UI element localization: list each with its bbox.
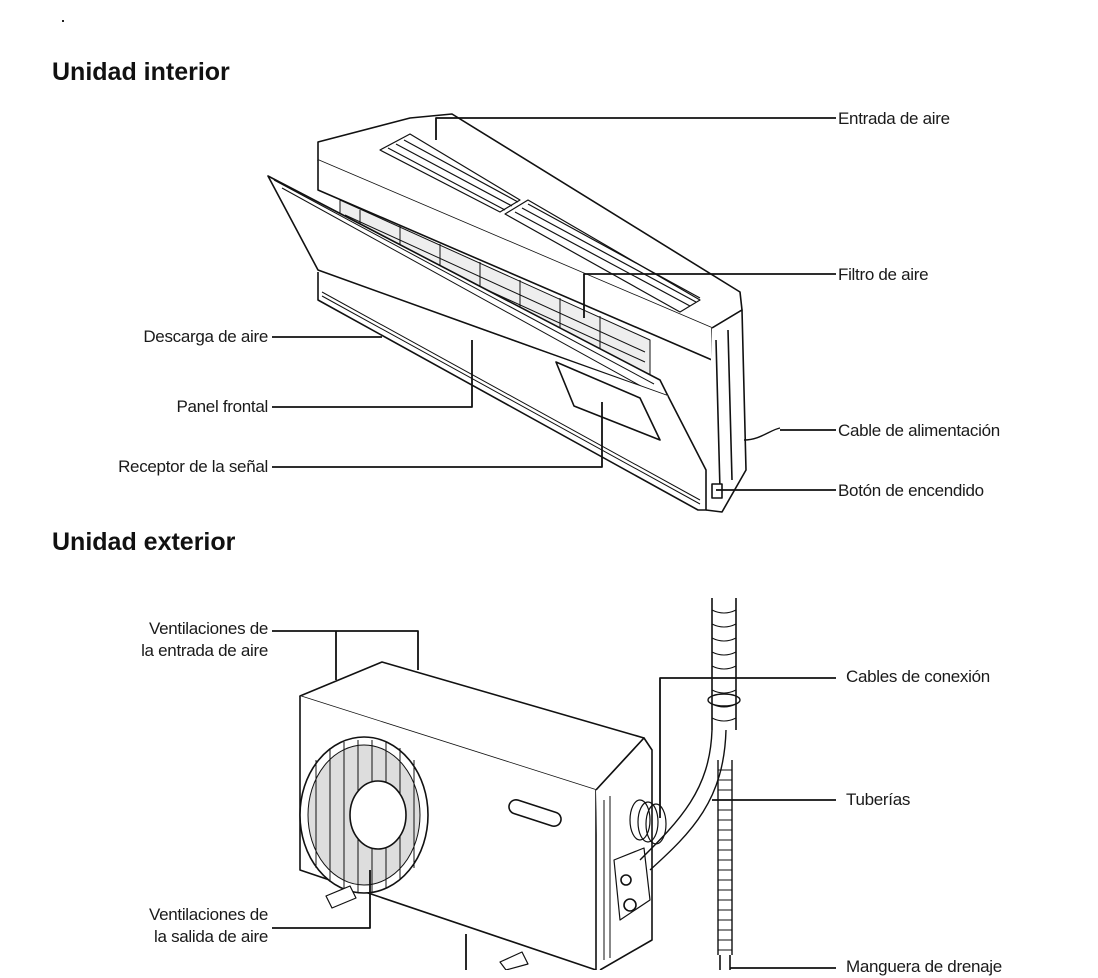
label-outlet-vents: Ventilaciones de la salida de aire bbox=[149, 904, 268, 948]
label-power-cable: Cable de alimentación bbox=[838, 421, 1000, 440]
leader-connection-cables bbox=[659, 677, 836, 818]
label-outlet-vents-line1: Ventilaciones de bbox=[148, 905, 268, 924]
service-valve-2 bbox=[623, 898, 637, 912]
indoor-unit-heading: Unidad interior bbox=[52, 58, 230, 86]
label-air-inlet: Entrada de aire bbox=[838, 109, 950, 128]
pipe-clamp bbox=[707, 693, 741, 707]
service-panel bbox=[613, 847, 651, 921]
cable-coil bbox=[629, 799, 667, 845]
label-inlet-vents-line1: Ventilaciones de bbox=[148, 619, 268, 638]
label-connection-cables: Cables de conexión bbox=[846, 667, 990, 686]
label-air-filter: Filtro de aire bbox=[838, 265, 929, 284]
label-front-panel: Panel frontal bbox=[176, 397, 268, 416]
label-drain-hose: Manguera de drenaje bbox=[846, 957, 1002, 976]
label-signal-receiver: Receptor de la señal bbox=[118, 457, 268, 476]
leader-air-filter bbox=[583, 273, 836, 318]
leader-outlet-vents bbox=[272, 870, 371, 929]
leader-signal-receiver bbox=[272, 402, 603, 468]
signal-receiver-window bbox=[555, 361, 661, 441]
drain-hose bbox=[717, 760, 733, 970]
service-valve-1 bbox=[620, 874, 632, 886]
label-air-outlet: Descarga de aire bbox=[143, 327, 268, 346]
leader-inlet-vents bbox=[272, 630, 419, 680]
power-button bbox=[711, 483, 723, 499]
indoor-body-front bbox=[317, 272, 707, 511]
label-piping: Tuberías bbox=[846, 790, 911, 809]
piping bbox=[639, 729, 727, 871]
fan-hub bbox=[349, 780, 407, 850]
fan-grille bbox=[299, 736, 429, 894]
indoor-leader-lines bbox=[272, 117, 836, 491]
wall-pipe bbox=[707, 598, 741, 730]
outdoor-handle bbox=[508, 799, 562, 827]
label-inlet-vents: Ventilaciones de la entrada de aire bbox=[141, 618, 268, 662]
outdoor-foot-right bbox=[499, 951, 529, 970]
outdoor-unit-heading: Unidad exterior bbox=[52, 528, 236, 556]
outdoor-leader-lines bbox=[272, 630, 836, 970]
air-inlet-grille bbox=[379, 133, 701, 313]
label-outlet-vents-line2: la salida de aire bbox=[154, 927, 268, 946]
label-power-button: Botón de encendido bbox=[838, 481, 984, 500]
leader-front-panel bbox=[272, 340, 473, 408]
power-cable bbox=[743, 427, 781, 441]
stray-dot bbox=[62, 20, 64, 22]
label-inlet-vents-line2: la entrada de aire bbox=[141, 641, 268, 660]
leader-air-inlet bbox=[435, 117, 836, 140]
outdoor-foot-left bbox=[325, 885, 357, 909]
